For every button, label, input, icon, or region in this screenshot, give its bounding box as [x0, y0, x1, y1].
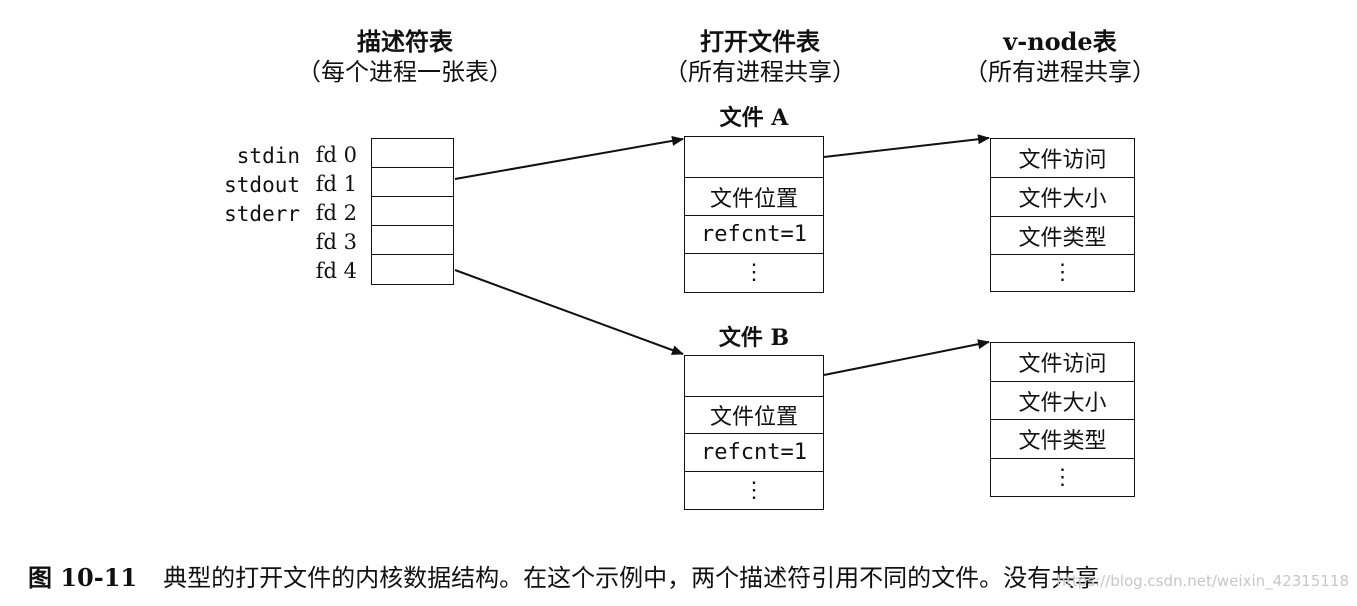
figure-number: 图 10-11 — [28, 563, 138, 592]
descriptor-cell-fd2 — [371, 196, 454, 227]
descriptor-table-title: 描述符表 — [357, 27, 453, 56]
descriptor-fd-label: fd 4 — [315, 259, 357, 283]
open-file-table-header: 打开文件表 （所有进程共享） — [610, 26, 910, 88]
ellipsis-icon: ⋮ — [1051, 260, 1074, 285]
arrow-fd4-to-file-b — [454, 269, 684, 355]
ellipsis-icon: ⋮ — [1051, 464, 1074, 490]
descriptor-stream-label: stdout — [224, 173, 300, 197]
open-file-a-table: 文件位置 refcnt=1 ⋮ — [684, 136, 824, 293]
arrow-fd1-to-file-a — [454, 135, 684, 180]
ellipsis-icon: ⋮ — [743, 260, 765, 285]
vnode-b-access: 文件访问 — [991, 343, 1134, 382]
vnode-a-table: 文件访问 文件大小 文件类型 ⋮ — [990, 138, 1135, 292]
descriptor-fd-label: fd 3 — [315, 230, 357, 254]
open-file-a-position: 文件位置 — [685, 178, 823, 216]
open-file-a-title: 文件 A — [719, 105, 789, 131]
descriptor-table-subtitle: （每个进程一张表） — [297, 58, 513, 86]
arrow-file-b-to-vnode-b — [823, 339, 990, 376]
open-file-b-empty-row — [685, 356, 823, 397]
open-file-b-refcnt: refcnt=1 — [685, 434, 823, 472]
open-file-b-table: 文件位置 refcnt=1 ⋮ — [684, 355, 824, 510]
open-file-a-more: ⋮ — [685, 254, 823, 291]
open-file-b-position: 文件位置 — [685, 397, 823, 434]
descriptor-cell-fd1 — [371, 167, 454, 198]
descriptor-cell-fd0 — [371, 138, 454, 169]
descriptor-table-header: 描述符表 （每个进程一张表） — [265, 26, 545, 88]
watermark: https://blog.csdn.net/weixin_42315118 — [1056, 572, 1349, 590]
arrow-file-a-to-vnode-a — [823, 134, 990, 158]
open-file-table-subtitle: （所有进程共享） — [664, 58, 856, 86]
open-file-a-empty-row — [685, 137, 823, 178]
vnode-table-header: v-node表 （所有进程共享） — [910, 26, 1210, 88]
vnode-a-type: 文件类型 — [991, 217, 1134, 255]
vnode-a-access: 文件访问 — [991, 139, 1134, 178]
vnode-a-size: 文件大小 — [991, 178, 1134, 217]
open-file-b-title: 文件 B — [718, 325, 790, 351]
open-file-b-more: ⋮ — [685, 472, 823, 508]
descriptor-cell-fd4 — [371, 254, 454, 285]
vnode-b-size: 文件大小 — [991, 382, 1134, 420]
descriptor-fd-label: fd 2 — [315, 201, 357, 225]
vnode-table-subtitle: （所有进程共享） — [964, 58, 1156, 86]
open-file-a-refcnt: refcnt=1 — [685, 216, 823, 254]
vnode-b-more: ⋮ — [991, 459, 1134, 495]
descriptor-fd-label: fd 1 — [315, 172, 357, 196]
vnode-table-title: v-node表 — [1003, 27, 1117, 56]
descriptor-stream-label: stdin — [236, 144, 300, 168]
ellipsis-icon: ⋮ — [743, 477, 765, 503]
figure-caption: 图 10-11 典型的打开文件的内核数据结构。在这个示例中，两个描述符引用不同的文… — [28, 558, 1099, 593]
descriptor-cell-fd3 — [371, 225, 454, 256]
vnode-a-more: ⋮ — [991, 255, 1134, 290]
vnode-b-type: 文件类型 — [991, 420, 1134, 459]
descriptor-stream-label: stderr — [224, 202, 300, 226]
figure-caption-text: 典型的打开文件的内核数据结构。在这个示例中，两个描述符引用不同的文件。没有共享 — [163, 564, 1100, 592]
vnode-b-table: 文件访问 文件大小 文件类型 ⋮ — [990, 342, 1135, 497]
open-file-table-title: 打开文件表 — [700, 27, 820, 56]
descriptor-fd-label: fd 0 — [315, 143, 357, 167]
